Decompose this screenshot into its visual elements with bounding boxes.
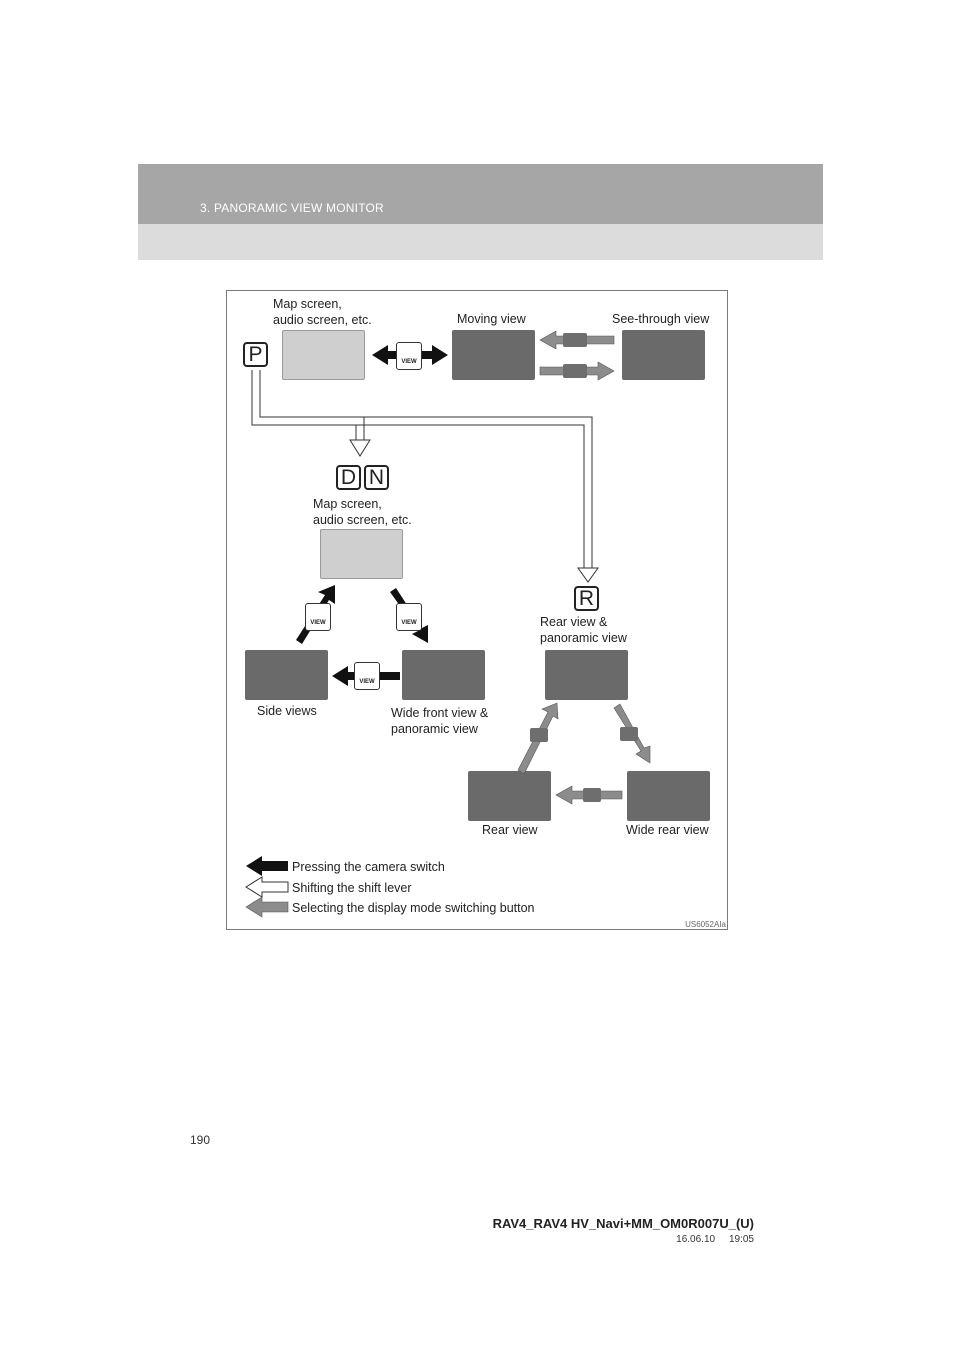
display-mode-button-icon: [563, 364, 587, 378]
moving-view-thumbnail: [452, 330, 535, 380]
rear-view-thumbnail: [468, 771, 551, 821]
section-title: 3. PANORAMIC VIEW MONITOR: [200, 201, 384, 215]
label-rear-panoramic-view: Rear view & panoramic view: [540, 615, 627, 645]
map-screen-thumbnail-mid: [320, 529, 403, 579]
legend-shift-lever: Shifting the shift lever: [292, 881, 412, 895]
side-views-thumbnail: [245, 650, 328, 700]
display-mode-button-icon: [620, 727, 638, 741]
document-id: RAV4_RAV4 HV_Navi+MM_OM0R007U_(U): [492, 1216, 754, 1231]
legend-camera-switch: Pressing the camera switch: [292, 860, 445, 874]
display-mode-button-icon: [583, 788, 601, 802]
gear-n-icon: N: [364, 465, 389, 490]
view-switch-icon: VIEW: [354, 662, 380, 690]
gear-p-icon: P: [243, 342, 268, 367]
see-through-view-thumbnail: [622, 330, 705, 380]
view-switch-icon: VIEW: [305, 603, 331, 631]
page-number: 190: [190, 1133, 211, 1147]
diagram-frame: [226, 290, 728, 930]
rear-panoramic-view-thumbnail: [545, 650, 628, 700]
header-band: [138, 164, 823, 224]
label-wide-front-view: Wide front view & panoramic view: [391, 706, 489, 736]
figure-code: US6052AIa: [685, 920, 726, 929]
view-switch-icon: VIEW: [396, 342, 422, 370]
display-mode-button-icon: [563, 333, 587, 347]
view-switch-icon: VIEW: [396, 603, 422, 631]
label-moving-view: Moving view: [457, 312, 526, 326]
gear-r-icon: R: [574, 586, 599, 611]
gear-d-icon: D: [336, 465, 361, 490]
display-mode-button-icon: [530, 728, 548, 742]
header-subband: [138, 224, 823, 260]
map-screen-thumbnail-top: [282, 330, 365, 380]
print-timestamp: 16.06.10 19:05: [676, 1234, 754, 1245]
label-see-through-view: See-through view: [612, 312, 710, 326]
wide-front-view-thumbnail: [402, 650, 485, 700]
wide-rear-view-thumbnail: [627, 771, 710, 821]
label-map-screen-top: Map screen, audio screen, etc.: [273, 297, 372, 327]
label-map-screen-mid: Map screen, audio screen, etc.: [313, 497, 412, 527]
label-side-views: Side views: [257, 704, 317, 718]
label-rear-view: Rear view: [482, 823, 538, 837]
label-wide-rear-view: Wide rear view: [626, 823, 709, 837]
legend-display-mode: Selecting the display mode switching but…: [292, 901, 535, 915]
